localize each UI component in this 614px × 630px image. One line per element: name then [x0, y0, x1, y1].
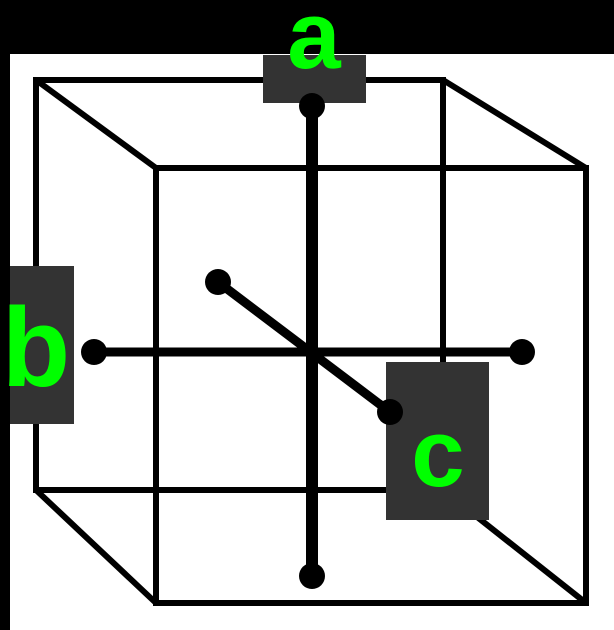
axis-b-left-endpoint: [81, 339, 107, 365]
label-a: a: [287, 0, 341, 89]
cube-edge-top-right: [441, 77, 588, 171]
label-c-box: [386, 362, 489, 520]
axis-c-back-endpoint: [205, 269, 231, 295]
label-c: c: [411, 400, 464, 507]
axis-b-right-endpoint: [509, 339, 535, 365]
label-b: b: [2, 285, 70, 410]
label-b-box: [10, 266, 74, 424]
axis-c: [213, 277, 395, 417]
axis-a-top-endpoint: [299, 93, 325, 119]
axis-a-bottom-endpoint: [299, 563, 325, 589]
axis-c-front-endpoint: [377, 399, 403, 425]
cube-edge-top-left: [34, 77, 158, 171]
cube-edge-bottom-left: [33, 487, 159, 606]
